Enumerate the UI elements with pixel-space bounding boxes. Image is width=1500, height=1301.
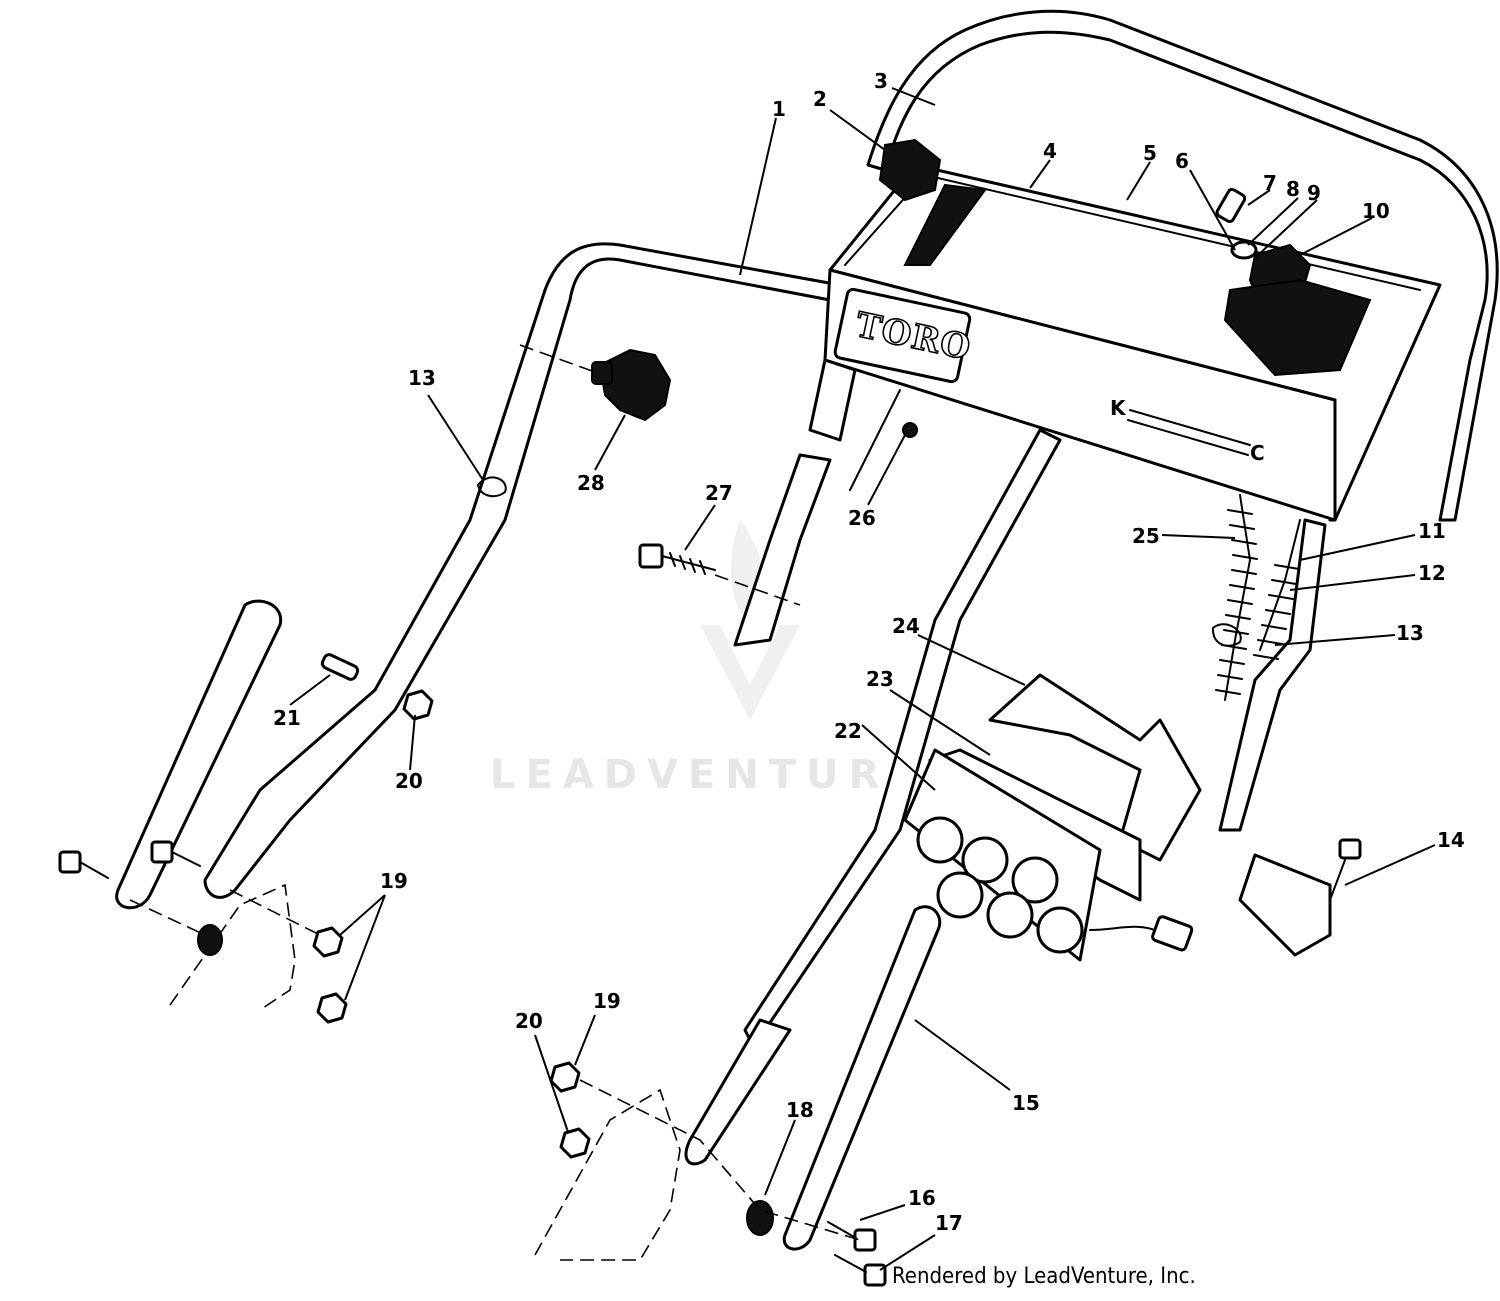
clip-13b xyxy=(1211,623,1242,647)
ignition-switch-body xyxy=(1223,278,1372,377)
lower-handle xyxy=(203,242,842,899)
handle-knob xyxy=(598,348,672,422)
callout-18: 18 xyxy=(786,1098,814,1122)
assembly-line-5 xyxy=(579,1079,861,1241)
left-side-plate xyxy=(115,599,283,910)
cable-clip xyxy=(902,422,918,438)
callout-27: 27 xyxy=(705,481,733,505)
callout-17: 17 xyxy=(935,1211,963,1235)
callout-4: 4 xyxy=(1043,139,1057,163)
credit-text: Rendered by LeadVenture, Inc. xyxy=(892,1264,1196,1289)
cable-letter-c: C xyxy=(1250,441,1265,465)
nut-19b xyxy=(316,992,348,1024)
brand-plate xyxy=(833,287,972,384)
spring-25 xyxy=(1215,509,1258,695)
washer xyxy=(1230,240,1258,260)
nut-20b xyxy=(559,1127,591,1159)
connector-block-22 xyxy=(903,748,1194,962)
callout-22: 22 xyxy=(834,719,862,743)
callout-2: 2 xyxy=(813,87,827,111)
handle-lower-arm xyxy=(684,1018,792,1166)
cover-14 xyxy=(1238,838,1362,957)
callout-19-bottom: 19 xyxy=(593,989,621,1013)
callout-13-right: 13 xyxy=(1396,621,1424,645)
mount-bracket-left xyxy=(169,883,296,1011)
assembly-line-4 xyxy=(229,889,321,936)
spring-12 xyxy=(1253,564,1300,660)
bolt-left-b xyxy=(150,840,201,867)
throttle-cable xyxy=(849,389,901,491)
callout-13-left: 13 xyxy=(408,366,436,390)
callout-20-bottom: 20 xyxy=(515,1009,543,1033)
callout-3: 3 xyxy=(874,69,888,93)
callout-26: 26 xyxy=(848,506,876,530)
callout-15: 15 xyxy=(1012,1091,1040,1115)
callout-8: 8 xyxy=(1286,177,1300,201)
callout-9: 9 xyxy=(1307,181,1321,205)
callout-23: 23 xyxy=(866,667,894,691)
leader-lines xyxy=(289,87,1436,1271)
handle-tube-left xyxy=(808,358,857,442)
callouts: 1 2 3 4 5 6 7 8 9 10 11 12 13 13 14 15 1… xyxy=(273,69,1465,1235)
clip-13a xyxy=(476,476,507,498)
throttle-lever xyxy=(878,138,942,202)
callout-7: 7 xyxy=(1263,171,1277,195)
right-handle-lower xyxy=(1218,518,1327,832)
callout-25: 25 xyxy=(1132,524,1160,548)
key xyxy=(1215,187,1247,224)
callout-12: 12 xyxy=(1418,561,1446,585)
upper-handle-loop xyxy=(866,9,1499,522)
bolt-17 xyxy=(834,1254,887,1287)
assembly-line-2 xyxy=(714,574,801,606)
callout-20-left: 20 xyxy=(395,769,423,793)
cable-k-c xyxy=(1127,409,1251,456)
callout-1: 1 xyxy=(772,97,786,121)
callout-14: 14 xyxy=(1437,828,1465,852)
knob-shaft xyxy=(591,361,613,385)
bolt-left-a xyxy=(58,850,109,879)
bracket-24 xyxy=(988,673,1202,862)
callout-6: 6 xyxy=(1175,149,1189,173)
callout-19-left: 19 xyxy=(380,869,408,893)
callout-28: 28 xyxy=(577,471,605,495)
callout-11: 11 xyxy=(1418,519,1446,543)
nut-19a xyxy=(312,926,344,958)
mount-bracket-right xyxy=(534,1088,681,1261)
callout-24: 24 xyxy=(892,614,920,638)
pin-21 xyxy=(320,653,360,681)
nut-20a xyxy=(402,689,434,721)
callout-21: 21 xyxy=(273,706,301,730)
bolt-16 xyxy=(827,1221,877,1252)
throttle-slot xyxy=(903,183,987,266)
callout-10: 10 xyxy=(1362,199,1390,223)
cable-letter-k: K xyxy=(1110,396,1127,420)
callout-16: 16 xyxy=(908,1186,936,1210)
spacer-left xyxy=(197,924,223,956)
callout-5: 5 xyxy=(1143,141,1157,165)
assembly-line-3 xyxy=(129,899,206,936)
watermark-text: LEADVENTURE xyxy=(490,752,927,798)
side-plate-15 xyxy=(782,905,942,1251)
assembly-line-1 xyxy=(519,344,596,373)
nut-19c xyxy=(549,1061,581,1093)
middle-tube xyxy=(733,453,832,647)
carriage-bolt xyxy=(638,543,716,575)
plug-18 xyxy=(746,1200,774,1236)
